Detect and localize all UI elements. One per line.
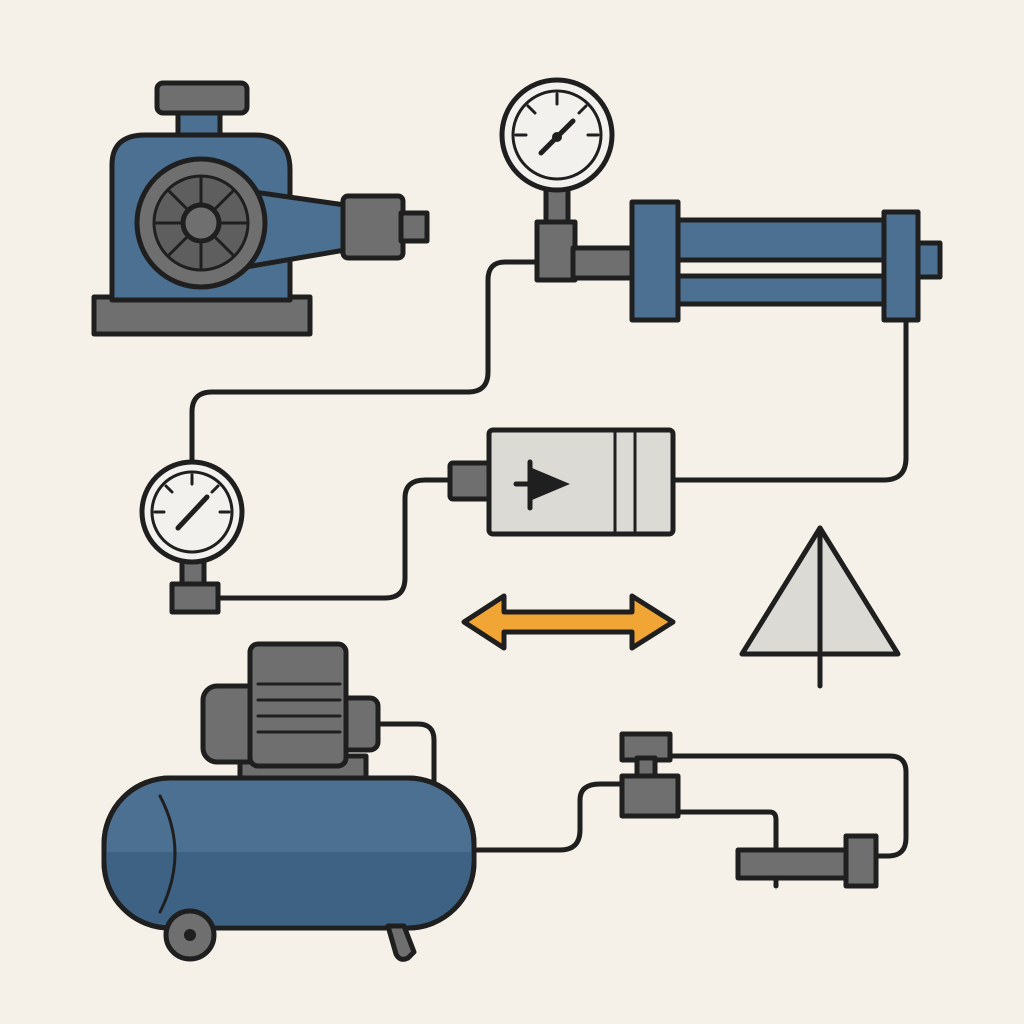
triangle-symbol [739, 525, 901, 689]
pipe-valve-loop [669, 753, 909, 859]
compressor-stand [385, 923, 417, 962]
pump-coupling [340, 193, 406, 261]
air-compressor [101, 641, 477, 962]
hydraulic-cylinder [629, 199, 943, 323]
actuator-head [843, 833, 879, 889]
gauge-top-ticks [514, 92, 600, 137]
pump-base [91, 294, 313, 337]
cylinder-end-cap-right [881, 209, 921, 323]
pressure-gauge-top [499, 77, 638, 283]
compressor-motor-body [247, 641, 349, 769]
pump-outlet [398, 210, 430, 244]
compressor-tank-seam [158, 794, 177, 914]
bidirectional-arrow [461, 593, 676, 651]
gauge-left-ticks [153, 473, 231, 514]
gauge-top-pipe [570, 245, 638, 281]
cylinder-barrel-lower [673, 273, 889, 307]
actuator-rod [735, 847, 851, 881]
valve-inlet-port [447, 460, 495, 502]
pipe-motor-hose [372, 721, 437, 785]
compressor-wheel-hub [184, 929, 196, 941]
pump-cap [154, 80, 250, 116]
pipe-valve-to-actuator [675, 809, 779, 851]
gauge-top-pivot [552, 132, 562, 142]
gauge-left-needle [175, 494, 210, 531]
actuator-valve-cap [619, 731, 673, 763]
cylinder-end-cap-left [629, 199, 681, 323]
pressure-gauge-left [139, 459, 245, 615]
cylinder-barrel-upper [673, 217, 889, 263]
valve-body [486, 427, 676, 537]
compressor-tank-outline [101, 775, 477, 931]
pipe-lines [189, 259, 909, 859]
pipe-left-gauge-to-valve [215, 477, 455, 601]
actuator-valve-body [619, 773, 681, 819]
compressor-tank-lower-shade [107, 852, 471, 925]
check-valve-block [447, 427, 676, 537]
pump-impeller-hub [180, 202, 222, 244]
double-arrow-icon [461, 593, 676, 651]
valve-flow-arrow-icon [532, 468, 570, 500]
pipe-tank-to-valve [471, 781, 627, 853]
pipe-cylinder-to-valve [671, 319, 909, 483]
compressor-motor-fins [256, 682, 342, 734]
pneumatic-actuator [619, 731, 879, 889]
gauge-left-fitting [169, 581, 221, 615]
pipe-top-gauge-to-left-gauge [189, 259, 543, 463]
gauge-top-fitting [534, 219, 578, 283]
hydraulic-pump [91, 80, 430, 337]
